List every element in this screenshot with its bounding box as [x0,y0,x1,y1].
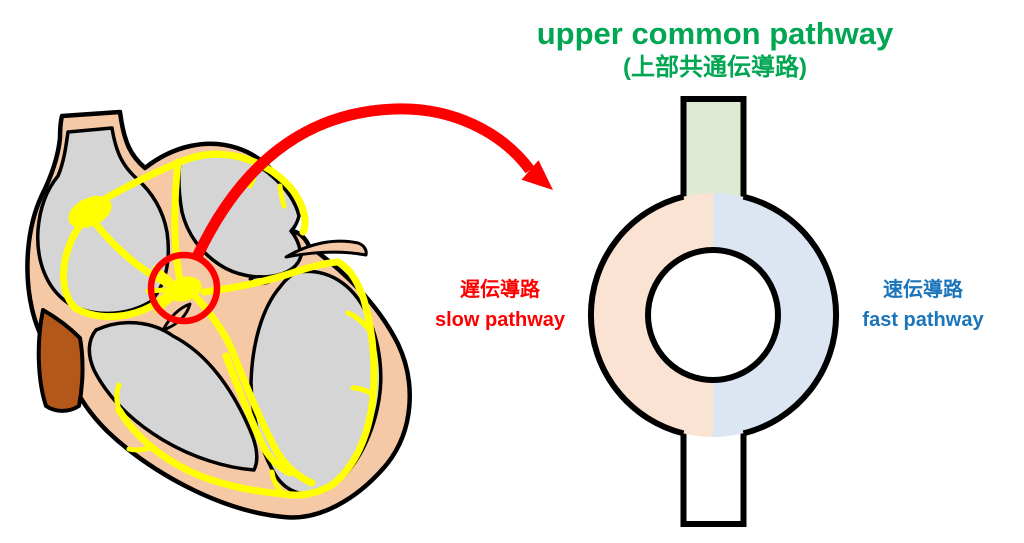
slow-pathway-label-ja: 遅伝導路 [460,279,540,301]
internodal-path-middle [92,220,172,288]
figure-subtitle: (上部共通伝導路) [623,53,807,81]
lower-common-pathway-tube [683,420,744,524]
right-ventricle-chamber [87,320,259,472]
av-node-highlight-circle [147,251,221,325]
conduction-twig [277,183,287,209]
fast-pathway-half [713,193,835,437]
inferior-vena-cava [36,308,85,413]
upper-common-pathway-tube [683,96,744,210]
purkinje-twig [350,385,377,398]
title-block: upper common pathway (上部共通伝導路) [460,16,970,81]
slow-pathway-half [591,193,713,437]
right-bundle-branch [222,352,294,477]
sa-node [68,196,112,228]
ring-inner-hole [645,247,781,383]
slow-pathway-label: 遅伝導路 slow pathway [405,275,595,335]
ring-diagram [587,96,840,527]
conduction-path-roof [92,150,309,236]
magnify-arrow-head [521,160,553,190]
purkinje-twig [126,444,155,453]
purkinje-twig [269,469,285,496]
mitral-valve-leaflet [284,239,368,259]
ring-outer-outline-left [587,193,685,437]
purkinje-twig [114,382,122,413]
heart-illustration [25,109,412,520]
internodal-path-posterior [171,158,183,280]
upper-tube-outline [680,96,747,197]
fast-pathway-label: 速伝導路 fast pathway [828,275,1018,335]
lower-tube-outline [680,433,747,527]
slow-pathway-label-en: slow pathway [434,309,566,331]
figure-title: upper common pathway [536,16,894,51]
av-node [166,276,202,302]
free-wall-branch [115,258,378,499]
ring-outer-outline-right [742,193,840,437]
left-bundle-branch [192,293,316,487]
purkinje-twig [345,310,374,335]
fast-pathway-label-en: fast pathway [862,309,984,331]
internodal-path-anterior [60,221,180,321]
magnify-arrow-shaft [192,103,535,260]
magnify-arrow [192,103,553,260]
fast-pathway-label-ja: 速伝導路 [883,279,963,301]
